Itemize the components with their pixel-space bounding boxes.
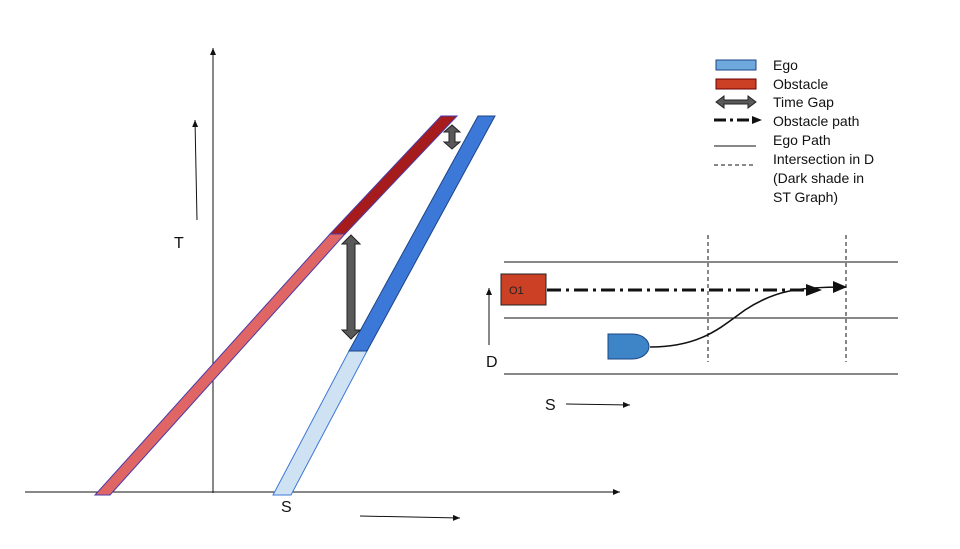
legend-ego-swatch	[715, 59, 757, 71]
ego-band-light	[272, 350, 368, 496]
legend-obstacle-path-label: Obstacle path	[773, 113, 859, 129]
s-axis-label: S	[281, 499, 292, 516]
obstacle-band-dark	[328, 115, 459, 235]
obstacle-path-arrowhead	[806, 284, 822, 296]
t-direction-arrow	[192, 119, 199, 221]
obstacle-car	[500, 273, 547, 306]
d-axis-label: D	[486, 354, 498, 371]
legend-ego-path-label: Ego Path	[773, 132, 831, 148]
legend-intersection-label-1: Intersection in D	[773, 151, 874, 167]
legend-time-gap-label: Time Gap	[773, 94, 834, 110]
time-gap-arrow-large	[340, 234, 362, 340]
obstacle-car-label: O1	[509, 285, 524, 297]
ego-car	[607, 333, 650, 360]
road-s-direction-arrow	[565, 401, 631, 408]
legend-obstacle-swatch	[715, 78, 757, 90]
t-axis-label: T	[174, 235, 184, 252]
ego-band-dark	[348, 115, 496, 352]
s-direction-arrow	[359, 514, 461, 521]
legend-obstacle-path-arrowhead	[752, 116, 762, 124]
legend-intersection-label-2: (Dark shade in	[773, 170, 864, 186]
legend: Ego Obstacle Time Gap Obstacle path Ego …	[714, 57, 874, 205]
ego-path-curve	[649, 281, 847, 348]
road-s-axis-label: S	[545, 397, 556, 414]
legend-ego-label: Ego	[773, 57, 798, 73]
legend-time-gap-icon	[715, 95, 757, 109]
legend-obstacle-label: Obstacle	[773, 76, 828, 92]
time-gap-arrow-small	[442, 124, 462, 150]
road-view: O1 D S	[486, 235, 898, 414]
legend-intersection-label-3: ST Graph)	[773, 189, 838, 205]
